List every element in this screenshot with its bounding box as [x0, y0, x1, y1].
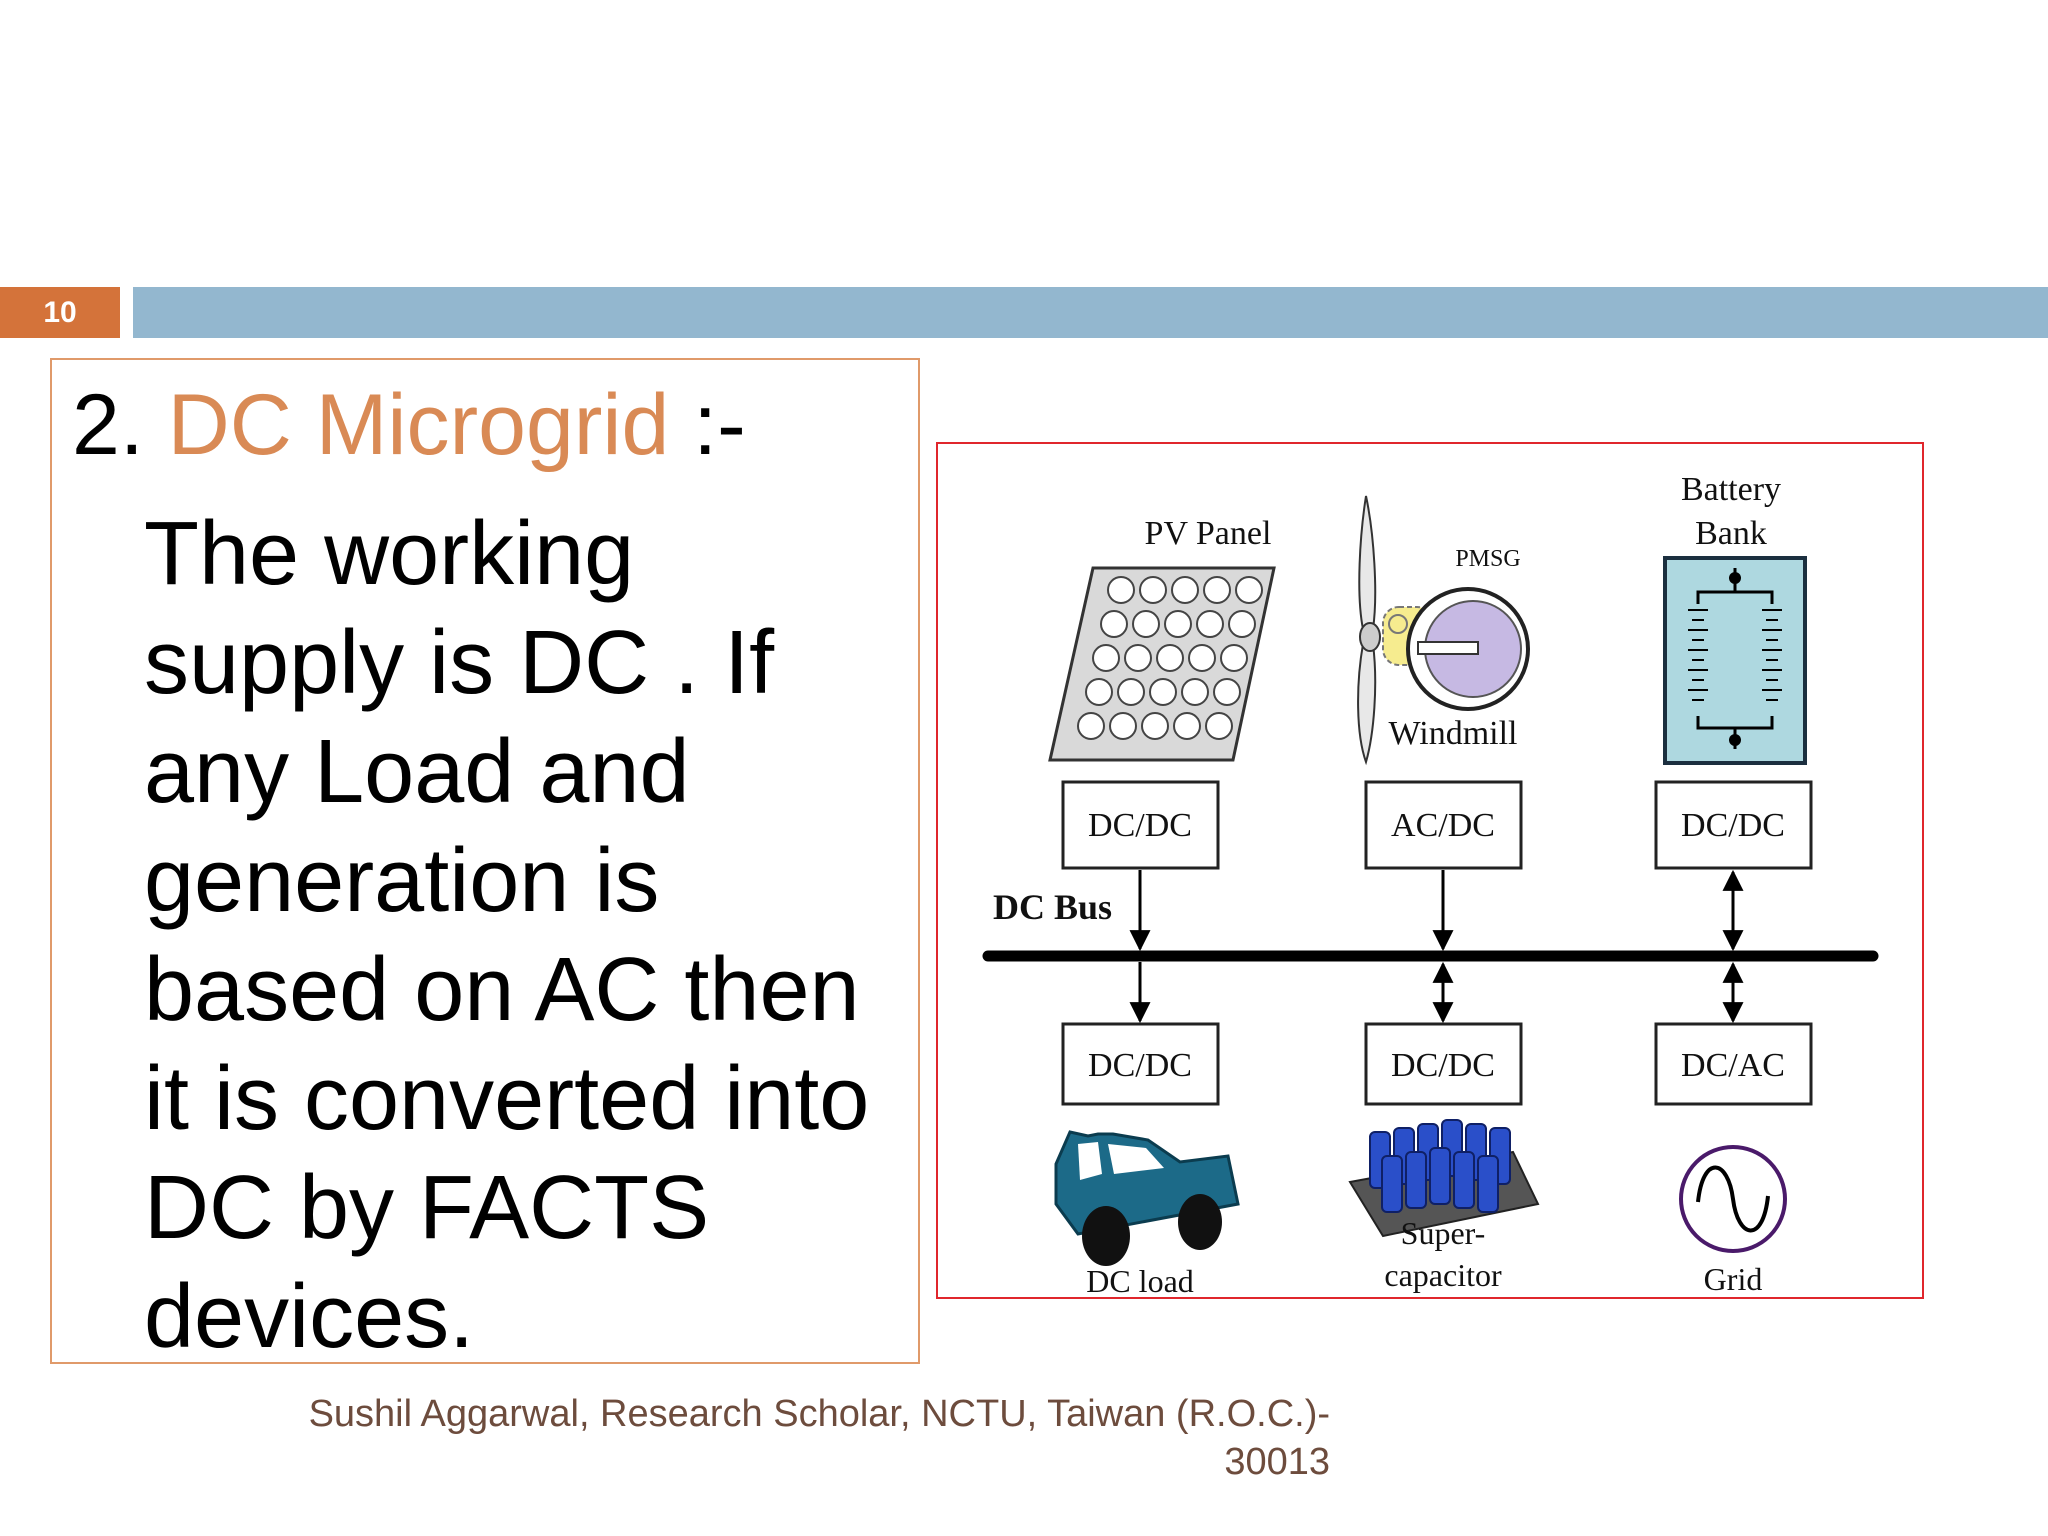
slide-heading: 2. DC Microgrid :- — [72, 378, 746, 473]
car-icon — [1054, 1130, 1240, 1266]
dc-bus-label: DC Bus — [993, 887, 1112, 927]
converter-top-pv: DC/DC — [1061, 780, 1220, 870]
converter-bottom-load: DC/DC — [1061, 1022, 1220, 1106]
converter-bottom-grid: DC/AC — [1654, 1022, 1813, 1106]
footer-line-1: Sushil Aggarwal, Research Scholar, NCTU,… — [308, 1393, 1330, 1435]
svg-text:DC/DC: DC/DC — [1391, 1047, 1495, 1084]
footer-line-2: 30013 — [1224, 1441, 1330, 1483]
content-text-box: 2. DC Microgrid :- The working supply is… — [50, 358, 920, 1367]
converter-bottom-supercap: DC/DC — [1364, 1022, 1523, 1106]
dc-load-label: DC load — [1086, 1263, 1194, 1297]
slide-number: 10 — [0, 287, 120, 338]
battery-bank-icon — [1663, 556, 1807, 765]
body-paragraph: The working supply is DC . If any Load a… — [144, 504, 870, 1367]
battery-label-line1: Battery — [1681, 471, 1781, 508]
supercapacitor-label-line1: Super- — [1401, 1215, 1486, 1251]
header-bar — [133, 287, 2048, 338]
windmill-label: Windmill — [1389, 715, 1518, 752]
supercapacitor-label-line2: capacitor — [1384, 1257, 1502, 1293]
svg-text:DC/DC: DC/DC — [1088, 807, 1192, 844]
windmill-icon — [1357, 495, 1530, 766]
pv-panel-label: PV Panel — [1145, 515, 1272, 552]
converter-top-wind: AC/DC — [1364, 780, 1523, 870]
svg-text:DC/DC: DC/DC — [1088, 1047, 1192, 1084]
footer-credit: Sushil Aggarwal, Research Scholar, NCTU,… — [230, 1390, 1330, 1486]
power-flow-arrows — [1129, 869, 1744, 1024]
converter-top-battery: DC/DC — [1654, 780, 1813, 870]
heading-highlight: DC Microgrid — [167, 377, 670, 473]
svg-text:DC/AC: DC/AC — [1681, 1047, 1785, 1084]
svg-text:DC/DC: DC/DC — [1681, 807, 1785, 844]
supercapacitor-icon — [1348, 1119, 1540, 1238]
grid-label: Grid — [1704, 1261, 1763, 1297]
heading-suffix: :- — [669, 377, 746, 473]
battery-label-line2: Bank — [1695, 515, 1767, 552]
ac-grid-icon — [1679, 1145, 1787, 1253]
pv-panel-icon — [1048, 566, 1276, 762]
svg-text:AC/DC: AC/DC — [1391, 807, 1495, 844]
dc-microgrid-diagram: PV Panel PMSG Windmill Battery Bank — [936, 442, 1924, 1299]
heading-number: 2. — [72, 377, 168, 473]
pmsg-label: PMSG — [1455, 546, 1520, 572]
